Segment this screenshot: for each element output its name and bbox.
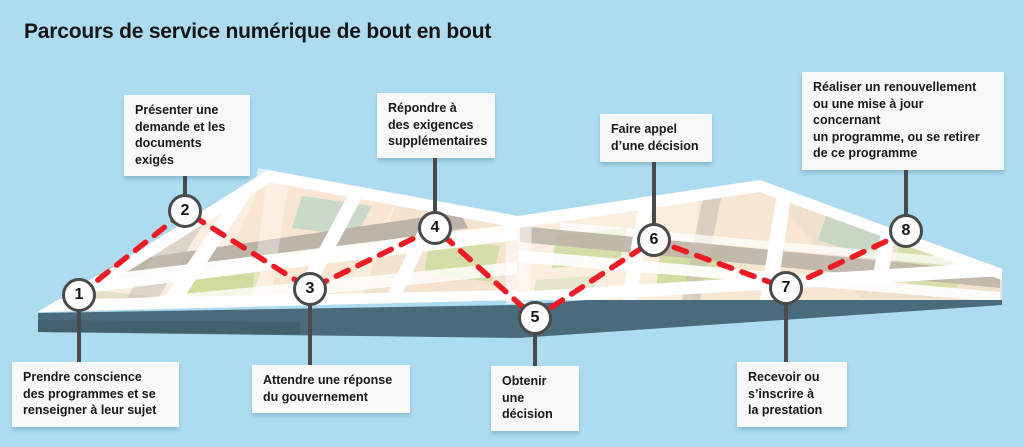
stem-step-3 bbox=[308, 296, 312, 366]
marker-step-2[interactable]: 2 bbox=[168, 194, 202, 228]
marker-step-3[interactable]: 3 bbox=[293, 272, 327, 306]
callout-step-1: Prendre conscience des programmes et se … bbox=[12, 362, 179, 427]
callout-step-3: Attendre une réponse du gouvernement bbox=[252, 365, 410, 413]
stem-step-7 bbox=[784, 295, 788, 363]
stem-step-1 bbox=[77, 300, 81, 362]
marker-step-7[interactable]: 7 bbox=[769, 271, 803, 305]
callout-step-2: Présenter une demande et les documents e… bbox=[124, 95, 250, 176]
stem-step-6 bbox=[652, 158, 656, 226]
marker-step-1[interactable]: 1 bbox=[62, 278, 96, 312]
callout-step-7: Recevoir ou s’inscrire à la prestation bbox=[737, 362, 847, 427]
marker-step-6[interactable]: 6 bbox=[637, 223, 671, 257]
stem-step-2 bbox=[183, 160, 187, 215]
callout-step-6: Faire appel d’une décision bbox=[600, 114, 712, 162]
callout-step-8: Réaliser un renouvellement ou une mise à… bbox=[802, 72, 1004, 170]
callout-step-4: Répondre à des exigences supplémentaires bbox=[377, 93, 495, 158]
page-title: Parcours de service numérique de bout en… bbox=[24, 20, 492, 43]
marker-step-5[interactable]: 5 bbox=[518, 301, 552, 335]
stem-step-5 bbox=[533, 325, 537, 367]
stem-step-8 bbox=[904, 158, 908, 216]
callout-step-5: Obtenir une décision bbox=[491, 366, 579, 431]
marker-step-4[interactable]: 4 bbox=[418, 211, 452, 245]
marker-step-8[interactable]: 8 bbox=[889, 214, 923, 248]
stem-step-4 bbox=[433, 158, 437, 230]
